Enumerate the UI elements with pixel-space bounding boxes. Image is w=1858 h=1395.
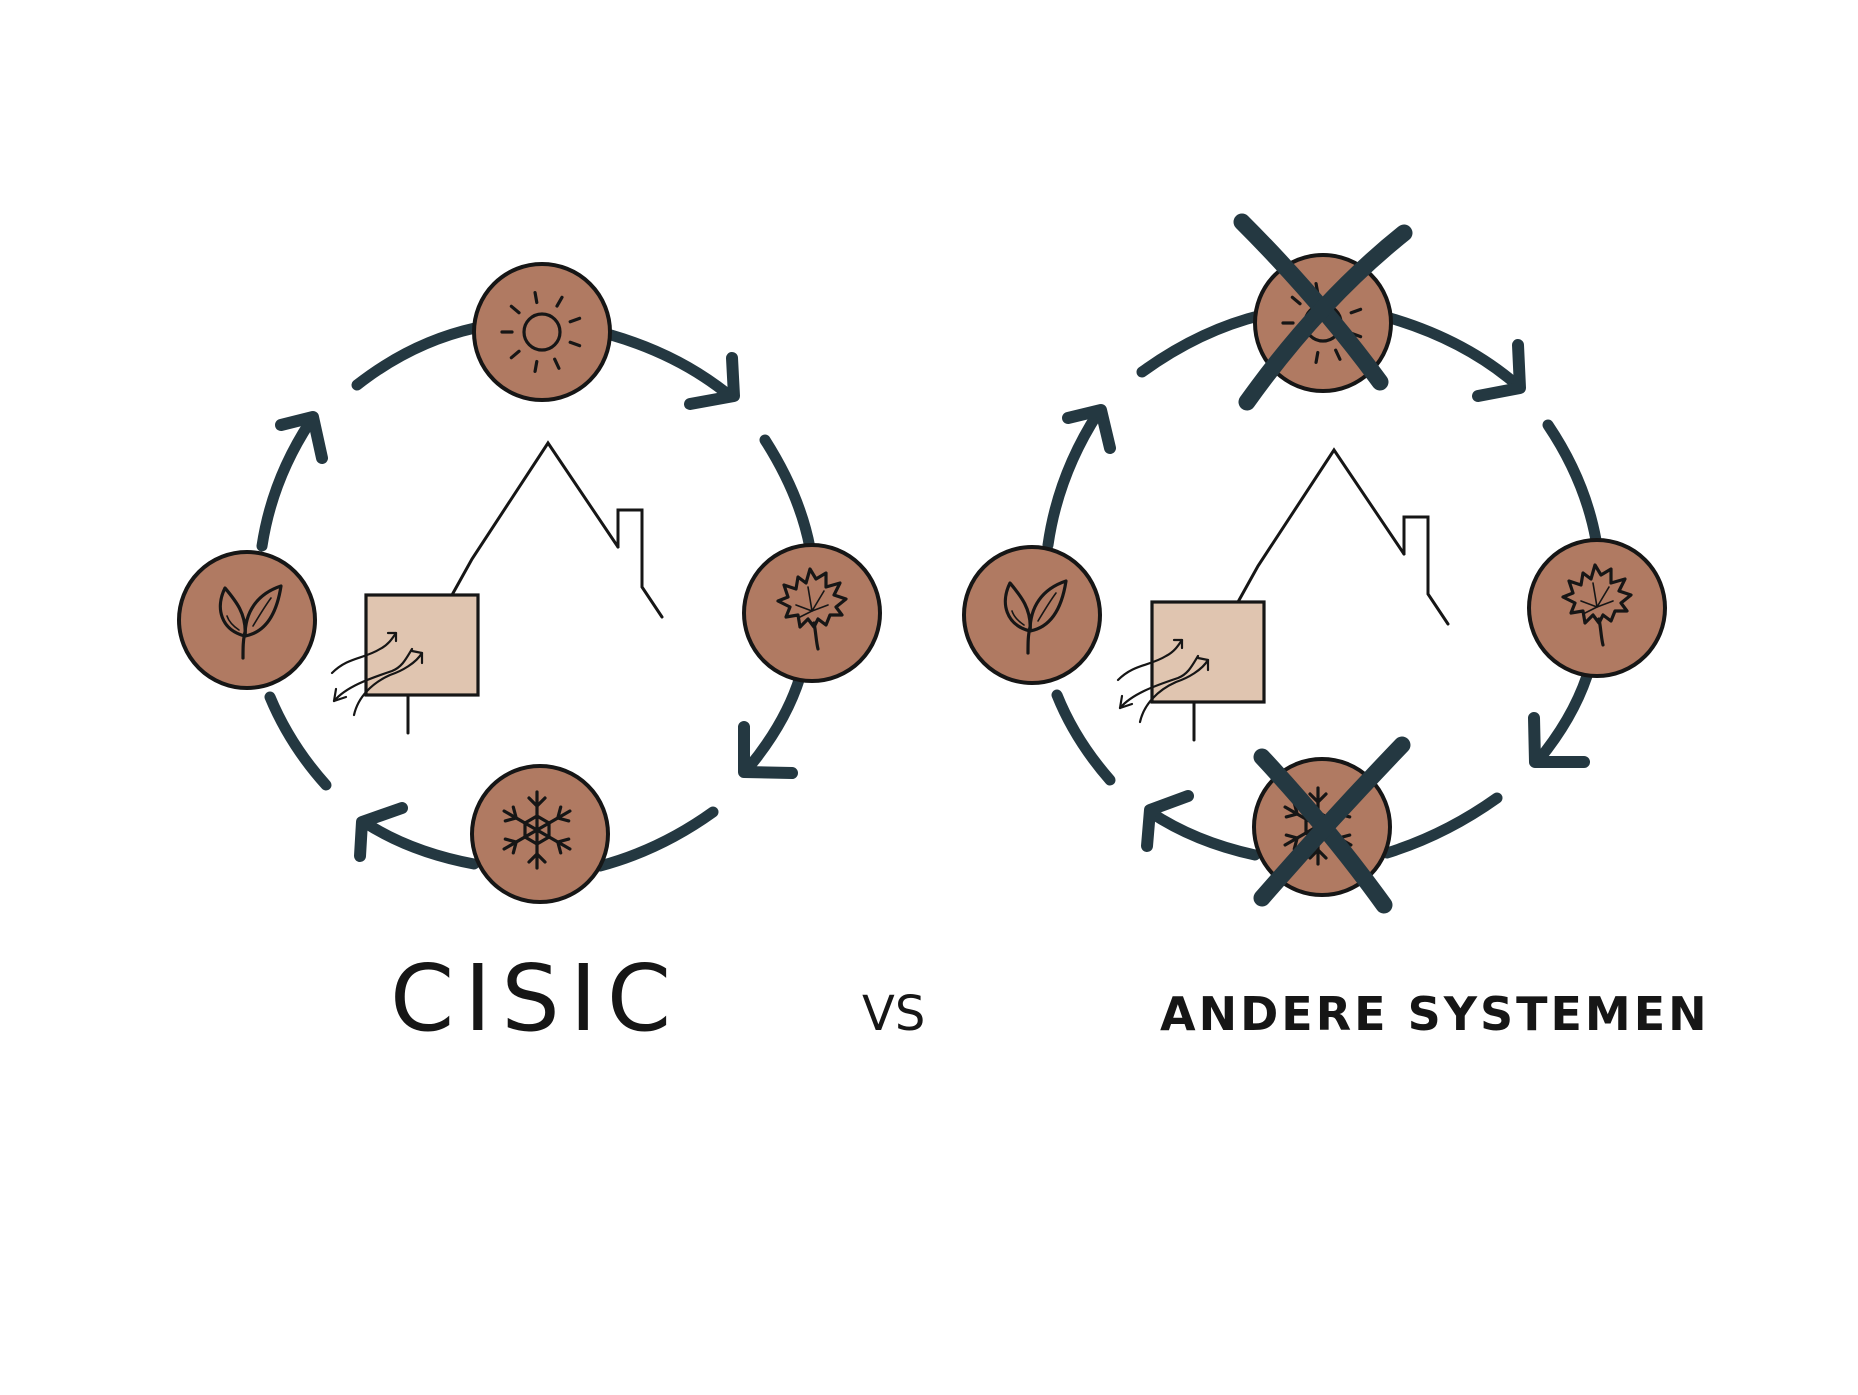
season-spring [177,550,317,690]
arrowhead-summer-autumn [1472,339,1526,402]
house-with-heat-pump-icon [1116,448,1450,742]
ring-arc-bottom-left [1144,806,1261,861]
arrowhead-autumn-winter [1528,712,1590,768]
ring-arc-left-lower [1051,689,1116,786]
ring-arc-bottom-left [358,816,480,870]
house-with-heat-pump-icon [330,441,664,735]
ring-arc-right-lower [1531,670,1593,768]
ring-arc-left-lower [264,691,332,791]
ring-arc-right-lower [739,671,806,778]
arrowhead-spring-summer [1062,404,1116,454]
cross-out-mark [1233,213,1413,411]
arrowhead-spring-summer [275,411,328,464]
ring-arc-top-right [605,329,736,402]
season-spring [962,545,1102,685]
season-autumn [742,543,882,683]
ring-arc-bottom-right [1381,792,1503,859]
cisic-label: CISIC [390,945,681,1052]
arrowhead-summer-autumn [684,352,740,410]
season-autumn [1527,538,1667,678]
season-winter [470,764,610,904]
ring-arc-left-upper [1042,407,1104,551]
arrowhead-winter-spring [1141,790,1194,852]
ring-arc-top-right [1384,312,1523,391]
season-summer [472,262,612,402]
ring-arc-top-left [1136,309,1268,378]
ring-arc-top-left [351,322,481,391]
ring-arc-left-upper [256,416,316,552]
ring-arc-bottom-right [594,806,719,872]
season-summer [1233,213,1413,411]
arrowhead-autumn-winter [738,721,798,779]
ring-arc-right-upper [1542,419,1602,546]
arrowhead-winter-spring [354,802,408,862]
andere-systemen-cycle [962,213,1667,914]
andere-systemen-label: ANDERE SYSTEMEN [1160,987,1710,1041]
cross-out-mark [1253,736,1411,914]
season-winter [1252,736,1411,914]
ring-arc-right-upper [759,434,816,554]
versus-label: VS [862,986,925,1042]
cisic-cycle [177,262,882,904]
